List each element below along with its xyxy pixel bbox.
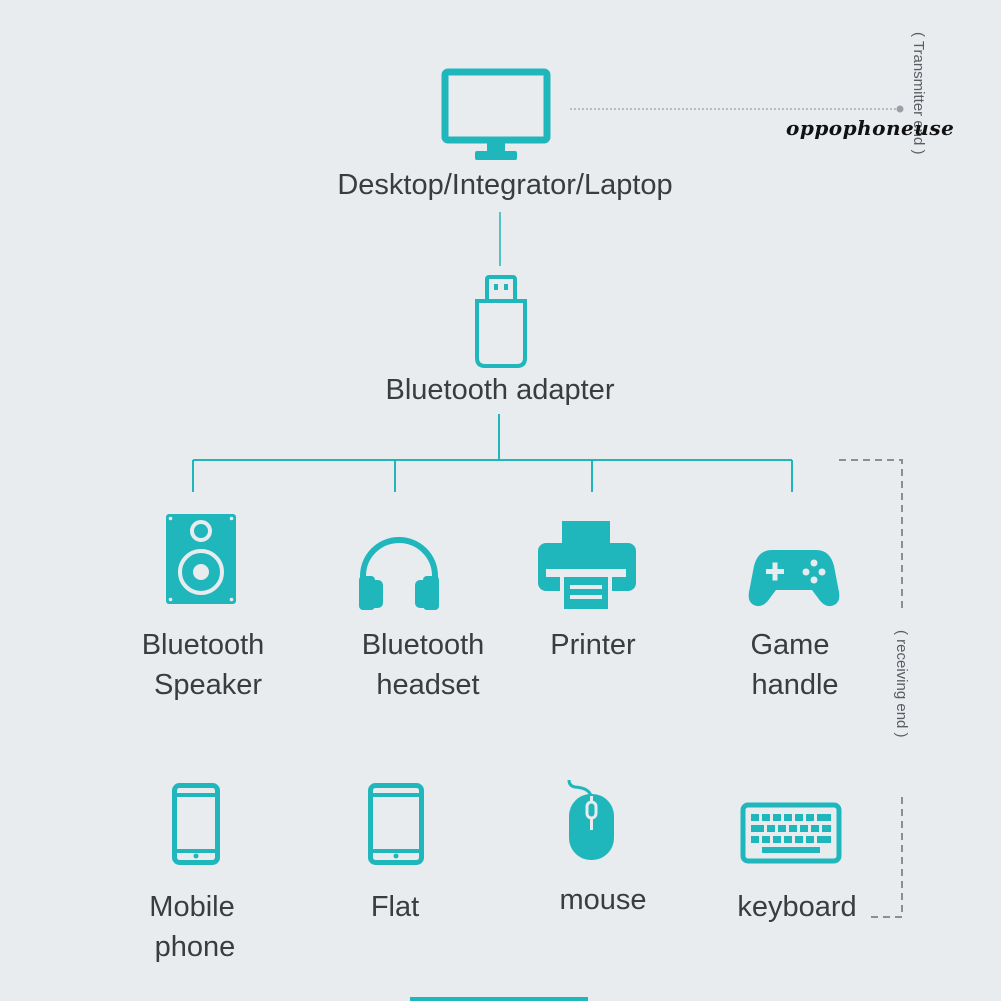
device-label-mouse: mouse	[559, 884, 647, 916]
device-label-speaker-1: Bluetooth	[141, 629, 265, 661]
transmitter-end-label: ( Transmitter end )	[910, 32, 927, 155]
keyboard-icon	[740, 802, 842, 864]
transmitter-label: Desktop/Integrator/Laptop	[337, 169, 673, 201]
receiving-end-label: ( receiving end )	[893, 630, 910, 738]
receiving-bracket-top	[839, 459, 903, 608]
device-label-speaker-2: Speaker	[153, 669, 262, 701]
speaker-icon	[166, 514, 236, 604]
mobile-phone-icon	[172, 783, 220, 865]
device-label-headset-2: headset	[376, 669, 480, 701]
usb-dongle-icon	[475, 275, 527, 368]
leader-dot	[896, 105, 904, 113]
printer-icon	[538, 521, 636, 611]
watermark: oppophoneuse	[786, 116, 955, 140]
receiving-bracket-bottom	[866, 797, 903, 918]
bottom-accent-bar	[410, 997, 588, 1001]
tablet-icon	[368, 783, 424, 865]
gamepad-icon	[748, 550, 840, 607]
device-label-gamepad-2: handle	[751, 669, 839, 701]
device-label-headset-1: Bluetooth	[361, 629, 485, 661]
device-label-phone-1: Mobile	[149, 891, 235, 923]
headphones-icon	[359, 537, 439, 610]
device-label-phone-2: phone	[154, 931, 236, 963]
device-label-gamepad-1: Game	[750, 629, 830, 661]
device-label-keyboard: keyboard	[737, 891, 857, 923]
adapter-label: Bluetooth adapter	[385, 374, 615, 406]
device-label-tablet: Flat	[370, 891, 420, 923]
monitor-icon	[441, 68, 551, 160]
mouse-icon	[567, 779, 614, 860]
device-label-printer: Printer	[550, 629, 636, 661]
